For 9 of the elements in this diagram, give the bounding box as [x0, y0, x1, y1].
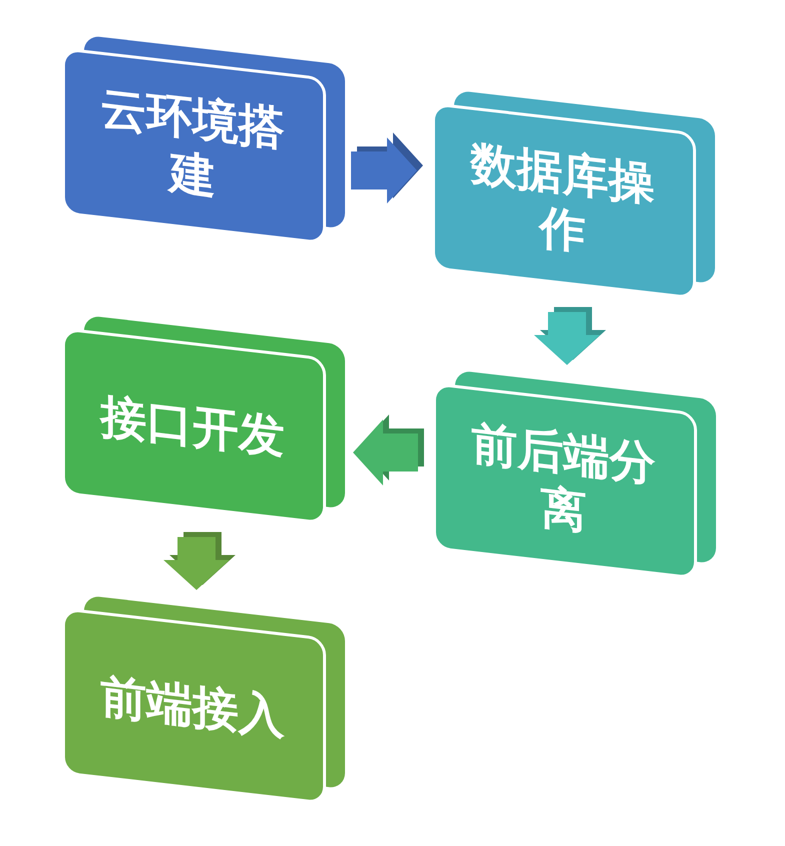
box-label: 云环境搭建: [100, 79, 286, 206]
block-arrow: [351, 132, 423, 204]
block-arrow: [534, 307, 606, 365]
block-arrow: [164, 532, 236, 590]
box-label: 数据库操作: [470, 134, 656, 261]
box-label: 前后端分离: [470, 414, 656, 541]
box-label: 前端接入: [100, 667, 286, 746]
block-arrow: [353, 414, 424, 486]
box-label: 接口开发: [100, 387, 286, 466]
